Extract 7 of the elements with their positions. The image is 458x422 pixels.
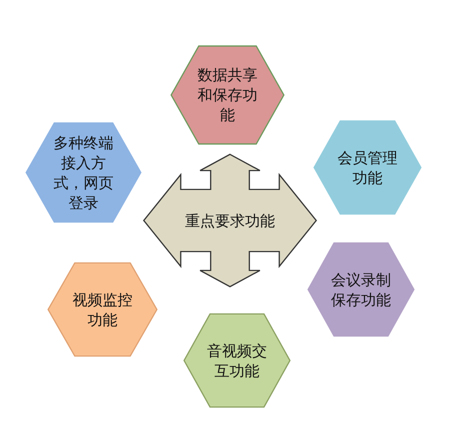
node-label: 数据共享和保存功能 xyxy=(196,65,258,125)
node-label: 会议录制保存功能 xyxy=(330,270,392,310)
node-label: 音视频交互功能 xyxy=(206,340,268,380)
node-label: 会员管理功能 xyxy=(336,148,398,188)
node-label: 视频监控功能 xyxy=(72,290,134,330)
node-label: 多种终端接入方式，网页登录 xyxy=(52,132,114,212)
node-label: 重点要求功能 xyxy=(184,210,276,230)
